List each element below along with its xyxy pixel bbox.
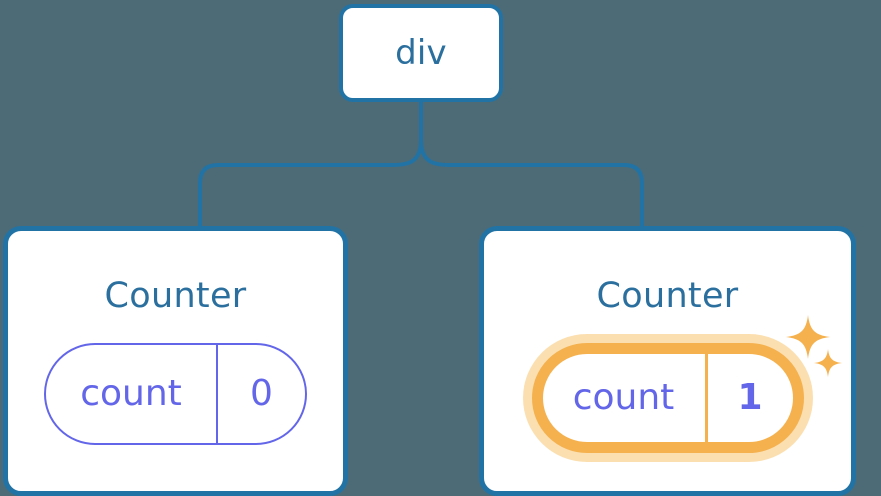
state-value-label: 1 [737, 377, 763, 418]
counter-right-title: Counter [596, 276, 739, 316]
node-div-label: div [395, 33, 447, 73]
sparkle-small-icon [813, 349, 842, 377]
node-div[interactable]: div [339, 4, 503, 102]
counter-left-state-wrap: count 0 [44, 343, 307, 445]
edge-to-left-counter [198, 138, 423, 230]
counter-right-state-wrap: count 1 [531, 315, 842, 453]
node-counter-left[interactable]: Counter count 0 [3, 226, 348, 496]
state-key-label: count [46, 345, 218, 443]
node-counter-right[interactable]: Counter count 1 [479, 226, 856, 496]
counter-left-title: Counter [104, 276, 247, 316]
state-pill-count-0[interactable]: count 0 [44, 343, 307, 445]
state-pill-count-1-highlighted[interactable]: count 1 [531, 343, 804, 453]
state-value-label: 0 [250, 373, 273, 414]
edge-to-right-counter [419, 138, 644, 230]
sparkle-large-icon [785, 315, 830, 359]
state-key-label: count [543, 354, 708, 442]
